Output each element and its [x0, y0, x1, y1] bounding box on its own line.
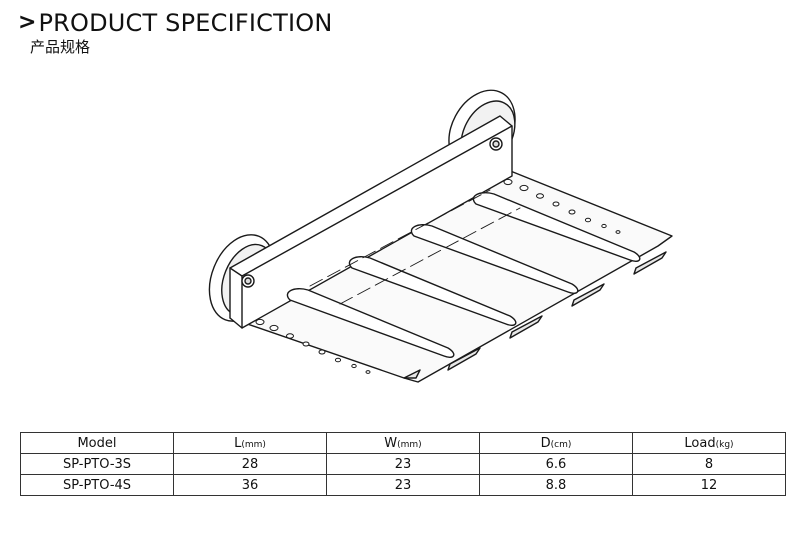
table-row: SP-PTO-4S 36 23 8.8 12 [20, 474, 786, 496]
slot-2 [348, 256, 517, 326]
table-cell: 23 [326, 453, 480, 475]
column-header-length: L(mm) [173, 432, 327, 454]
slot-4 [472, 192, 641, 262]
hole-row-back [503, 178, 621, 234]
slot-3 [410, 224, 579, 294]
slot-1 [286, 288, 455, 358]
table-row: SP-PTO-3S 28 23 6.6 8 [20, 453, 786, 475]
spec-table: Model L(mm) W(mm) D(cm) Load(kg) SP-PTO-… [20, 432, 786, 496]
page-subtitle: 产品规格 [30, 38, 91, 56]
hole-row-front [255, 318, 371, 374]
table-cell: 28 [173, 453, 327, 475]
page-heading: > PRODUCT SPECIFICTION 产品规格 [18, 8, 333, 57]
table-cell: 36 [173, 474, 327, 496]
column-header-depth: D(cm) [479, 432, 633, 454]
chevron-right-icon: > [18, 10, 37, 35]
column-header-load: Load(kg) [632, 432, 786, 454]
table-cell: 8.8 [479, 474, 633, 496]
page-title: PRODUCT SPECIFICTION [38, 9, 333, 37]
table-cell: SP-PTO-3S [20, 453, 174, 475]
table-cell: SP-PTO-4S [20, 474, 174, 496]
wall-mount-bracket-illustration [208, 89, 673, 383]
screw-front [241, 274, 255, 288]
table-cell: 12 [632, 474, 786, 496]
spec-table-header-row: Model L(mm) W(mm) D(cm) Load(kg) [20, 432, 786, 454]
table-cell: 8 [632, 453, 786, 475]
table-cell: 6.6 [479, 453, 633, 475]
column-header-model: Model [20, 432, 174, 454]
vertical-back-plate [229, 115, 513, 329]
column-header-width: W(mm) [326, 432, 480, 454]
title-row: > PRODUCT SPECIFICTION [18, 8, 333, 38]
table-cell: 23 [326, 474, 480, 496]
screw-back [489, 137, 503, 151]
